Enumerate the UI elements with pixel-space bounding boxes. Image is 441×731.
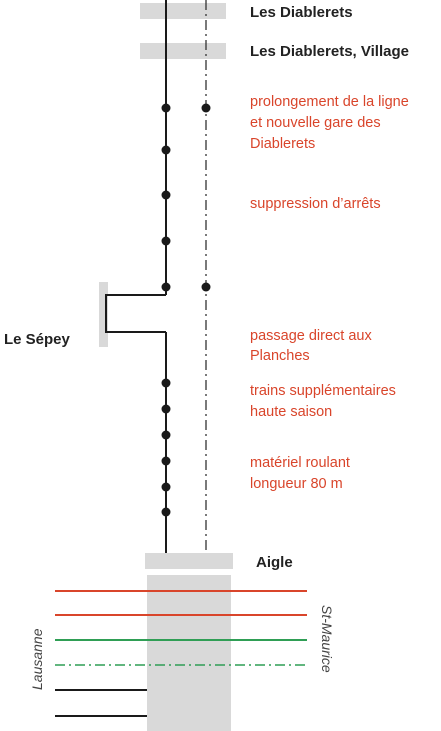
stop-dot-icon xyxy=(161,103,171,113)
direction-label-st-maurice: St-Maurice xyxy=(319,605,335,673)
platform-le-sepey xyxy=(99,282,108,347)
platform-aigle xyxy=(145,553,233,569)
stop-dot-icon xyxy=(161,378,171,388)
note-prolongement-line-2: et nouvelle gare des xyxy=(250,115,381,131)
note-materiel-line-2: longueur 80 m xyxy=(250,476,343,492)
stop-dot-icon xyxy=(161,145,171,155)
note-prolongement-line-3: Diablerets xyxy=(250,136,315,152)
stop-dot-icon xyxy=(161,236,171,246)
stop-dot-icon xyxy=(161,190,171,200)
note-trains-line-2: haute saison xyxy=(250,404,332,420)
note-suppression: suppression d’arrêts xyxy=(250,196,381,212)
note-passage-line-1: passage direct aux xyxy=(250,328,372,344)
note-trains-line-1: trains supplémentaires xyxy=(250,383,396,399)
direction-label-lausanne: Lausanne xyxy=(29,628,45,690)
stop-dot-icon xyxy=(161,430,171,440)
note-materiel-line-1: matériel roulant xyxy=(250,455,350,471)
station-label-le-sepey: Le Sépey xyxy=(4,331,71,348)
station-label-les-diablerets: Les Diablerets xyxy=(250,4,353,21)
stop-dot-icon xyxy=(201,282,211,292)
stop-dot-icon xyxy=(161,507,171,517)
station-label-les-diablerets-village: Les Diablerets, Village xyxy=(250,43,409,60)
stop-dot-icon xyxy=(161,404,171,414)
platform-les-diablerets-village xyxy=(140,43,226,59)
track-le-sepey-loop xyxy=(105,294,166,333)
note-prolongement-line-1: prolongement de la ligne xyxy=(250,94,409,110)
platform-les-diablerets xyxy=(140,3,226,19)
station-label-aigle: Aigle xyxy=(256,554,293,571)
stop-dot-icon xyxy=(161,456,171,466)
stop-dot-icon xyxy=(201,103,211,113)
aigle-station-block xyxy=(147,575,231,731)
stop-dot-icon xyxy=(161,482,171,492)
note-passage-line-2: Planches xyxy=(250,348,310,364)
stop-dot-icon xyxy=(161,282,171,292)
